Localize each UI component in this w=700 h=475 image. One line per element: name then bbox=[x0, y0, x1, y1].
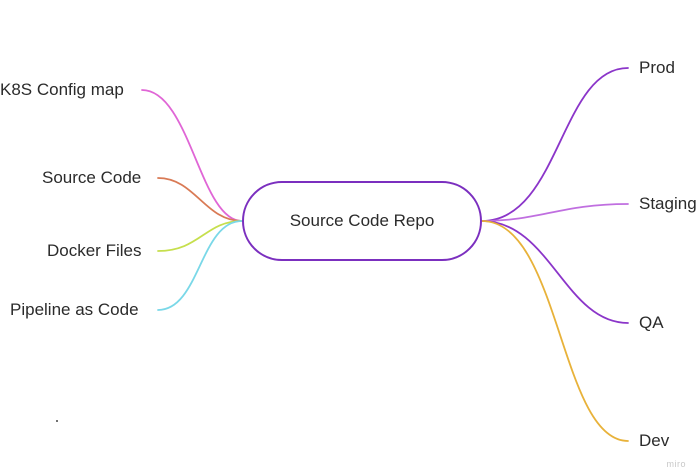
node-docker-files[interactable]: Docker Files bbox=[47, 241, 142, 260]
connector-dev bbox=[481, 220, 629, 442]
connector-docker-files bbox=[157, 220, 243, 252]
connector-prod bbox=[481, 67, 629, 222]
connector-pipeline-as-code bbox=[157, 220, 243, 311]
node-staging[interactable]: Staging bbox=[639, 194, 697, 213]
connector-qa bbox=[481, 220, 629, 324]
central-node-label: Source Code Repo bbox=[289, 211, 435, 230]
node-pipeline-as-code[interactable]: Pipeline as Code bbox=[10, 300, 139, 319]
node-k8s-config-map[interactable]: K8S Config map bbox=[0, 80, 124, 99]
central-node-source-code-repo[interactable]: Source Code Repo bbox=[242, 181, 482, 261]
miro-watermark: miro bbox=[666, 459, 686, 469]
node-source-code[interactable]: Source Code bbox=[42, 168, 142, 187]
node-prod[interactable]: Prod bbox=[639, 58, 675, 77]
connector-source-code bbox=[157, 177, 243, 222]
node-qa[interactable]: QA bbox=[639, 313, 664, 332]
connector-k8s-config-map bbox=[141, 89, 243, 222]
node-dev[interactable]: Dev bbox=[639, 431, 670, 450]
stray-dot bbox=[56, 420, 58, 422]
connector-staging bbox=[481, 203, 629, 222]
